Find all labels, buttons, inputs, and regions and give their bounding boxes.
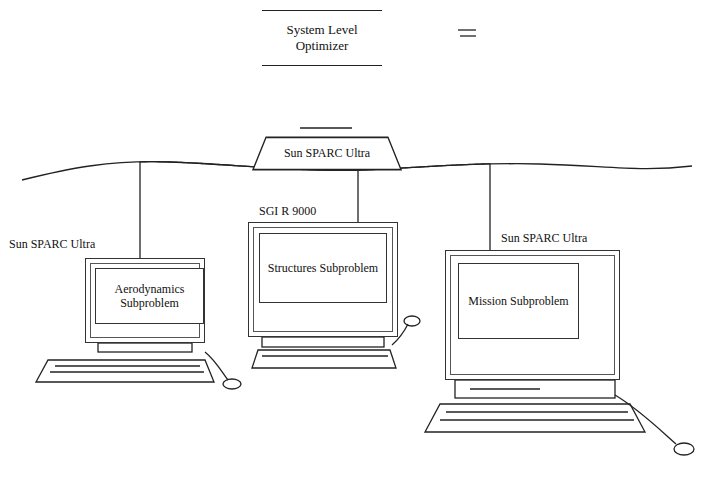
optimizer-box: System Level Optimizer	[262, 10, 382, 66]
keyboard-keys	[262, 355, 388, 356]
scan-mark	[458, 29, 476, 30]
keyboard	[36, 360, 214, 382]
monitor-stand	[98, 343, 192, 352]
machine-label: Sun SPARC Ultra	[9, 237, 95, 251]
keyboard	[425, 404, 645, 432]
subproblem-box: Structures Subproblem	[259, 233, 387, 303]
system-unit	[455, 380, 615, 398]
drive-slot	[470, 388, 540, 389]
machine-label: SGI R 9000	[259, 204, 316, 218]
monitor-stand	[262, 337, 384, 347]
keyboard-keys	[440, 419, 634, 420]
mouse-cord	[205, 352, 228, 380]
workstation-monitor: SGI R 9000Structures Subproblem	[248, 222, 398, 337]
workstation-monitor: Sun SPARC UltraAerodynamics Subproblem	[85, 258, 205, 343]
node-label: Aerodynamics Subproblem	[100, 282, 199, 311]
server-lid	[300, 127, 352, 128]
keyboard-keys	[55, 365, 200, 366]
mouse	[223, 379, 241, 389]
node-label: System Level Optimizer	[272, 22, 372, 53]
subproblem-box: Aerodynamics Subproblem	[95, 268, 204, 324]
mouse	[674, 443, 694, 455]
node-label: Mission Subproblem	[468, 294, 568, 308]
scan-mark	[460, 35, 476, 36]
keyboard-keys	[50, 371, 204, 372]
server-outline	[253, 137, 401, 169]
machine-label: Sun SPARC Ultra	[501, 231, 587, 245]
node-label: Sun SPARC Ultra	[284, 146, 370, 160]
mouse-cord	[615, 395, 676, 444]
subproblem-box: Mission Subproblem	[458, 263, 579, 339]
keyboard	[252, 350, 396, 368]
keyboard-keys	[446, 411, 628, 412]
workstation-monitor: Sun SPARC UltraMission Subproblem	[445, 250, 620, 380]
network-link	[327, 170, 358, 222]
mouse	[404, 316, 420, 326]
node-label: Structures Subproblem	[268, 261, 378, 275]
server-computer: Sun SPARC Ultra	[252, 136, 402, 171]
